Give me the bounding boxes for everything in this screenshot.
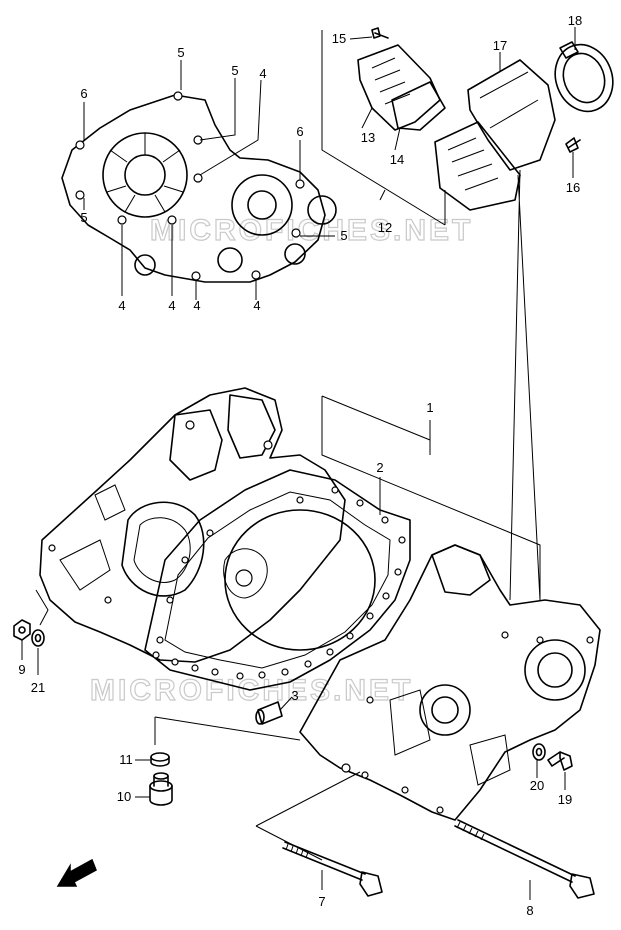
callout-2: 2 [376, 460, 383, 475]
watermark-top: MICROFICHES.NET [150, 214, 473, 247]
callout-16: 16 [566, 180, 580, 195]
callout-12: 12 [378, 220, 392, 235]
right-crankcase-half [299, 544, 601, 821]
long-bolt-8 [454, 819, 595, 899]
callout-labels: 1 2 3 4 4 4 4 4 5 5 5 5 6 6 7 8 9 10 11 … [18, 13, 582, 918]
crankcase-gasket [144, 469, 411, 691]
callout-5-c: 5 [80, 210, 87, 225]
callout-15: 15 [332, 31, 346, 46]
callout-3: 3 [291, 688, 298, 703]
callout-11: 11 [119, 752, 133, 767]
dowel-pin [255, 701, 283, 725]
callout-18: 18 [568, 13, 582, 28]
nut-and-washer-left [13, 619, 45, 647]
callout-1: 1 [426, 400, 433, 415]
callout-6-b: 6 [296, 124, 303, 139]
callout-5-b: 5 [231, 63, 238, 78]
callout-9: 9 [18, 662, 25, 677]
callout-14: 14 [390, 152, 404, 167]
long-bolt-7 [282, 841, 383, 897]
callout-19: 19 [558, 792, 572, 807]
reed-valve-assembly [357, 27, 614, 211]
watermark-bottom: MICROFICHES.NET [90, 674, 413, 707]
drain-plug-and-washer [149, 752, 173, 806]
callout-13: 13 [361, 130, 375, 145]
callout-4-top: 4 [259, 66, 266, 81]
callout-21: 21 [31, 680, 45, 695]
callout-10: 10 [117, 789, 131, 804]
callout-5-a: 5 [177, 45, 184, 60]
callout-5-d: 5 [340, 228, 347, 243]
leader-lines [21, 27, 576, 900]
crankcase-cover-gasket [61, 91, 337, 283]
callout-4-c: 4 [193, 298, 200, 313]
bolt-and-washer-right [532, 743, 573, 771]
callout-4-d: 4 [253, 298, 260, 313]
fwd-arrow-icon: FWD [56, 858, 97, 887]
left-crankcase-half [39, 387, 346, 663]
callout-7: 7 [318, 894, 325, 909]
callout-4-b: 4 [168, 298, 175, 313]
callout-6-a: 6 [80, 86, 87, 101]
callout-20: 20 [530, 778, 544, 793]
callout-17: 17 [493, 38, 507, 53]
callout-4-a: 4 [118, 298, 125, 313]
callout-8: 8 [526, 903, 533, 918]
